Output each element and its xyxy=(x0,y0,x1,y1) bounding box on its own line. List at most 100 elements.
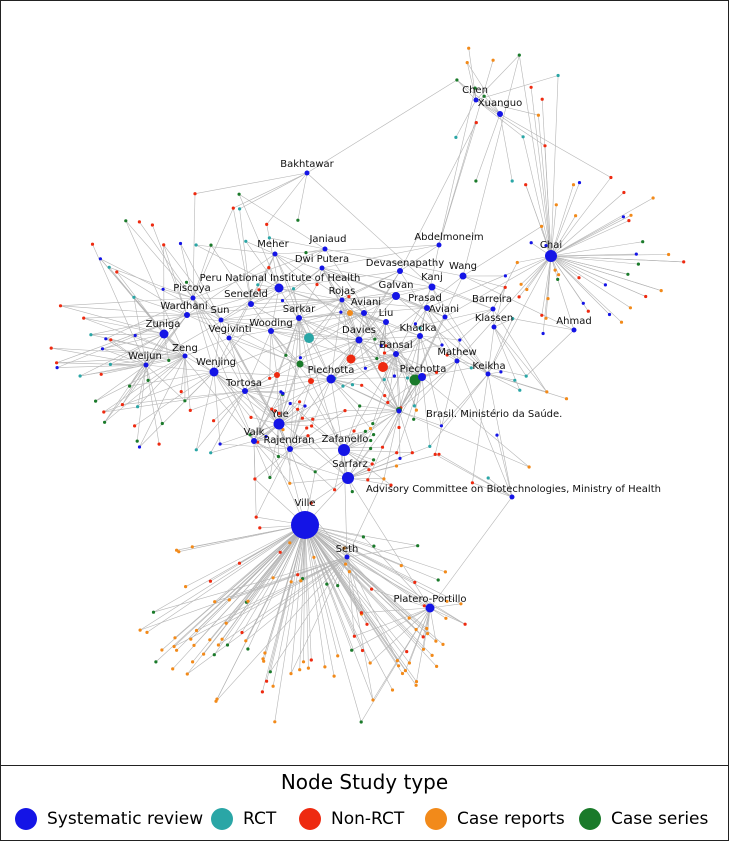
leaf-node xyxy=(389,483,393,487)
edge xyxy=(330,270,401,380)
edge xyxy=(382,321,387,368)
leaf-node xyxy=(503,274,507,278)
leaf-node xyxy=(172,644,176,649)
edge xyxy=(269,330,272,379)
leaf-node xyxy=(209,451,213,455)
leaf-node xyxy=(208,579,212,583)
leaf-node xyxy=(225,643,230,647)
leaf-node xyxy=(305,426,309,430)
edge xyxy=(419,335,489,375)
edge xyxy=(163,244,188,316)
edge xyxy=(405,607,431,671)
hub-node xyxy=(339,297,345,303)
legend-title: Node Study type xyxy=(280,770,449,794)
legend-label-non-rct: Non-RCT xyxy=(331,809,405,829)
leaf-node xyxy=(554,203,558,207)
edge xyxy=(244,312,365,392)
node-label: Galvan xyxy=(378,280,413,291)
edge xyxy=(387,353,397,403)
hub-node xyxy=(490,306,496,312)
edge xyxy=(475,99,546,147)
edge xyxy=(278,287,343,301)
edge xyxy=(244,330,272,392)
study-node xyxy=(304,333,314,343)
leaf-node xyxy=(581,301,585,305)
edge xyxy=(525,329,575,377)
edge xyxy=(421,367,472,378)
edge xyxy=(213,371,291,450)
edge xyxy=(270,317,300,332)
hub-node xyxy=(442,314,448,320)
leaf-node xyxy=(395,451,399,455)
edge xyxy=(244,374,278,392)
leaf-node xyxy=(416,544,420,548)
leaf-node xyxy=(303,404,307,408)
leaf-node xyxy=(465,61,469,65)
edge xyxy=(468,48,477,101)
edge xyxy=(238,193,326,250)
edge xyxy=(475,99,524,138)
node-label: Piechotta xyxy=(308,365,355,376)
edge xyxy=(550,255,646,297)
leaf-node xyxy=(306,434,310,438)
edge xyxy=(550,215,632,257)
leaf-node xyxy=(281,428,285,432)
edge xyxy=(163,244,222,321)
edge xyxy=(100,258,186,357)
edge xyxy=(213,371,255,442)
edge xyxy=(310,380,345,451)
hub-node xyxy=(344,554,350,560)
leaf-node xyxy=(413,322,417,326)
edge xyxy=(270,330,278,376)
leaf-node xyxy=(382,477,386,481)
edge xyxy=(95,355,186,402)
leaf-node xyxy=(403,669,407,673)
edge xyxy=(180,243,194,299)
leaf-node xyxy=(301,660,306,664)
edge xyxy=(161,524,306,651)
edge xyxy=(269,423,280,478)
edge xyxy=(213,319,222,373)
edge xyxy=(462,55,520,277)
legend-label-case-series: Case series xyxy=(611,809,709,829)
leaf-node xyxy=(368,661,372,665)
edge xyxy=(278,287,387,323)
leaf-node xyxy=(270,407,274,411)
node-label: Meher xyxy=(257,239,289,250)
leaf-node xyxy=(133,424,137,428)
edge xyxy=(278,287,310,339)
leaf-node xyxy=(609,175,613,180)
leaf-node xyxy=(120,403,124,407)
edge xyxy=(274,253,365,314)
edge xyxy=(310,339,360,382)
leaf-node xyxy=(94,399,98,403)
edge xyxy=(435,454,513,498)
leaf-node xyxy=(246,599,250,603)
hub-node xyxy=(209,367,219,377)
edge xyxy=(358,295,397,341)
legend-swatch-rct xyxy=(211,808,233,830)
hub-node xyxy=(248,301,254,307)
edge xyxy=(274,253,397,297)
edge xyxy=(228,337,301,365)
edge xyxy=(168,355,186,361)
edge xyxy=(215,556,348,702)
node-label: Valk xyxy=(244,427,265,438)
node-label: Wenjing xyxy=(196,357,236,368)
edge xyxy=(163,333,280,425)
edge xyxy=(487,318,513,375)
hub-node xyxy=(436,242,442,248)
leaf-node xyxy=(577,181,582,185)
leaf-node xyxy=(414,680,419,684)
node-label: Kanj xyxy=(421,272,443,283)
leaf-node xyxy=(265,222,269,226)
edge xyxy=(213,371,221,445)
leaf-node xyxy=(300,416,304,420)
edge xyxy=(136,364,147,442)
edge xyxy=(278,423,306,526)
leaf-node xyxy=(288,481,292,485)
edge xyxy=(186,287,280,316)
leaf-node xyxy=(371,698,375,702)
edge xyxy=(351,607,431,651)
leaf-node xyxy=(58,304,63,308)
